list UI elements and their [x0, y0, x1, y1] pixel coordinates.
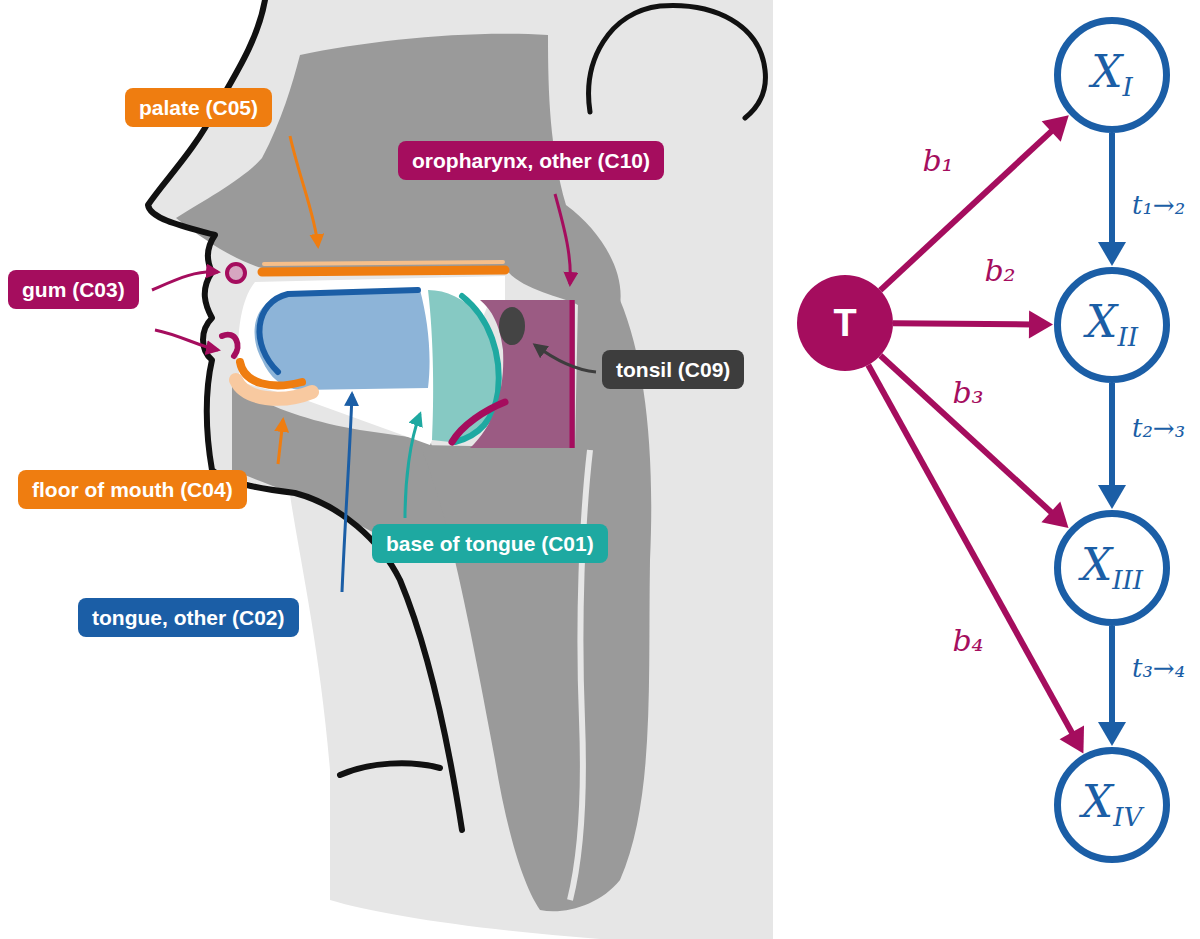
- node-text: floor of mouth (C04): [32, 478, 233, 501]
- edge-arrow: [1098, 133, 1126, 266]
- epiglottis: [452, 402, 505, 442]
- edge-line: [1109, 133, 1115, 244]
- neck-line: [340, 763, 440, 775]
- node-text: X: [1082, 776, 1113, 827]
- edge-label: b₂: [984, 254, 1015, 287]
- oral-cavity: [238, 276, 505, 445]
- node-subscript: III: [1112, 565, 1143, 595]
- node-text: base of tongue (C01): [386, 532, 594, 555]
- level-node: XIII: [1054, 510, 1170, 626]
- floor-band: [240, 362, 302, 385]
- level-node: XI: [1054, 17, 1170, 133]
- leader-line: [155, 330, 218, 350]
- leader-line: [342, 394, 352, 592]
- palate-band: [262, 270, 505, 272]
- edge-arrow: [1098, 383, 1126, 509]
- node-subscript: II: [1117, 322, 1138, 352]
- arrow-head: [1042, 115, 1069, 142]
- tonsil-shape: [499, 307, 525, 345]
- edge-label: b₄: [952, 624, 983, 657]
- edge-arrow: [893, 310, 1053, 338]
- node-text: oropharynx, other (C10): [412, 149, 650, 172]
- edge-line: [868, 365, 1072, 734]
- arrow-head: [1098, 242, 1126, 266]
- airway: [570, 450, 590, 900]
- leader-line: [290, 136, 318, 246]
- site-label: tonsil (C09): [602, 350, 744, 389]
- leader-line: [278, 420, 283, 464]
- node-subscript: I: [1123, 72, 1133, 102]
- leader-line: [555, 194, 570, 284]
- leader-line: [152, 272, 218, 290]
- site-label: palate (C05): [125, 88, 272, 127]
- edge-arrow: [868, 365, 1084, 753]
- edge-line: [1109, 383, 1115, 487]
- oropharynx-wall: [570, 300, 575, 448]
- arrow-head: [1098, 722, 1126, 746]
- leader-line: [405, 414, 420, 518]
- site-label: base of tongue (C01): [372, 524, 608, 563]
- site-label: oropharynx, other (C10): [398, 141, 664, 180]
- tongue-body: [255, 290, 430, 390]
- node-text: T: [833, 302, 856, 344]
- edge-arrow: [880, 115, 1069, 290]
- edge-label: b₃: [952, 376, 983, 409]
- node-text: gum (C03): [22, 278, 125, 301]
- lower-gum: [222, 335, 238, 356]
- level-node: XIV: [1054, 747, 1170, 863]
- edge-label: t₂→₃: [1132, 414, 1185, 443]
- oropharynx-region: [470, 300, 575, 448]
- ear-outline: [589, 6, 766, 118]
- arrow-head: [1041, 502, 1068, 529]
- edge-line: [1109, 626, 1115, 724]
- edge-line: [880, 130, 1052, 290]
- node-text: tongue, other (C02): [92, 606, 285, 629]
- node-text: X: [1086, 296, 1117, 347]
- edge-label: t₃→₄: [1132, 654, 1185, 683]
- edge-label: t₁→₂: [1132, 191, 1185, 220]
- upper-gum: [227, 264, 245, 282]
- arrow-head: [1029, 310, 1053, 338]
- level-node: XII: [1054, 267, 1170, 383]
- arrow-head: [1060, 726, 1084, 754]
- edge-line: [893, 323, 1031, 324]
- node-subscript: IV: [1113, 802, 1142, 832]
- node-text: X: [1081, 539, 1112, 590]
- site-label: gum (C03): [8, 270, 139, 309]
- site-label: floor of mouth (C04): [18, 470, 247, 509]
- tumor-node: T: [797, 275, 893, 371]
- node-text: tonsil (C09): [616, 358, 730, 381]
- arrow-head: [1098, 485, 1126, 509]
- tongue-outline: [259, 290, 418, 372]
- node-text: X: [1091, 46, 1122, 97]
- tongue-base: [428, 290, 500, 442]
- leader-line: [535, 345, 596, 372]
- site-label: tongue, other (C02): [78, 598, 299, 637]
- edge-label: b₁: [922, 144, 953, 177]
- palate-band-light: [264, 262, 503, 264]
- node-text: palate (C05): [139, 96, 258, 119]
- edge-arrow: [1098, 626, 1126, 746]
